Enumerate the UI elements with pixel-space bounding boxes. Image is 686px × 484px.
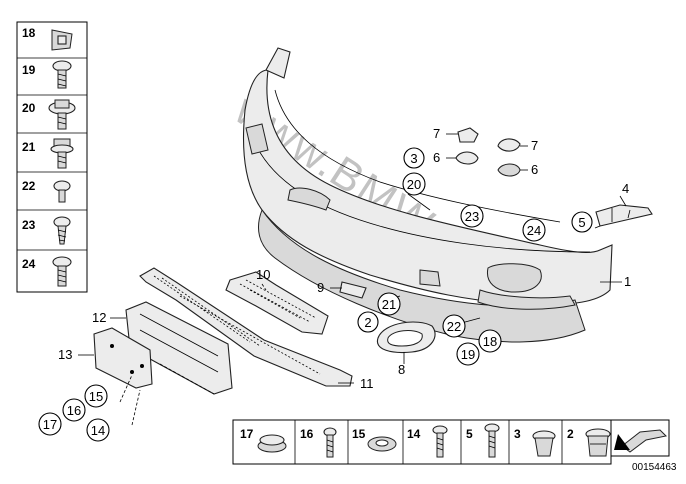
cap-7-right — [497, 138, 521, 152]
screw-icon — [52, 60, 72, 89]
plate-base-13 — [93, 327, 153, 389]
sidebar-label-22: 22 — [22, 179, 36, 193]
callout-11: 11 — [360, 376, 374, 391]
callout-15: 15 — [89, 389, 103, 404]
callout-circle-14 — [86, 418, 110, 442]
callout-6-right: 6 — [531, 162, 538, 177]
plug-icon — [532, 430, 556, 457]
hex-bolt-icon — [50, 138, 74, 169]
cap-6-right — [497, 163, 521, 177]
washer-icon — [367, 436, 397, 452]
callout-circle-3 — [403, 147, 425, 169]
bottom-label-16: 16 — [300, 427, 314, 441]
callout-18: 18 — [483, 334, 497, 349]
sidebar-label-21: 21 — [22, 140, 36, 154]
trim-strip-9 — [339, 281, 367, 299]
sidebar-fasteners: 18 19 20 21 22 23 24 — [16, 21, 88, 293]
callout-2: 2 — [364, 315, 371, 330]
bottom-label-15: 15 — [352, 427, 366, 441]
bottom-label-14: 14 — [407, 427, 421, 441]
callout-circle-24 — [522, 218, 546, 242]
callout-19: 19 — [461, 347, 475, 362]
callout-5: 5 — [578, 215, 585, 230]
cap-6-left — [455, 151, 479, 165]
callout-circle-19 — [456, 342, 480, 366]
bottom-fasteners: 17 16 15 14 5 3 2 — [232, 419, 670, 465]
callout-22: 22 — [447, 319, 461, 334]
grommet-icon — [257, 434, 287, 453]
callout-circle-21 — [377, 292, 401, 316]
clip-nut-icon — [51, 29, 73, 51]
sidebar-label-20: 20 — [22, 101, 36, 115]
document-number: 00154463 — [632, 462, 677, 473]
callout-circle-2 — [357, 311, 379, 333]
callouts: 1 4 7 6 7 6 8 9 10 11 12 13 3 20 23 24 5… — [38, 126, 631, 442]
side-grille-10 — [225, 271, 329, 335]
bottom-label-2: 2 — [567, 427, 574, 441]
callout-circle-18 — [478, 329, 502, 353]
tapping-screw-icon — [53, 216, 71, 245]
callout-12: 12 — [92, 310, 106, 325]
callout-9: 9 — [317, 280, 324, 295]
cap-7-left — [457, 127, 479, 143]
small-screw-icon — [53, 180, 71, 203]
callout-circle-17 — [38, 412, 62, 436]
callout-13: 13 — [58, 347, 72, 362]
callout-1: 1 — [624, 274, 631, 289]
bottom-label-5: 5 — [466, 427, 473, 441]
screw-16-icon — [323, 427, 337, 458]
sidebar-label-18: 18 — [22, 26, 36, 40]
sidebar-label-23: 23 — [22, 218, 36, 232]
callout-23: 23 — [465, 209, 479, 224]
collar-screw-icon — [52, 256, 72, 287]
screw-14-icon — [432, 425, 448, 458]
sidebar-frame — [16, 21, 88, 293]
callout-4: 4 — [622, 181, 629, 196]
screw-5-icon — [484, 423, 500, 458]
lower-grille-11 — [139, 267, 353, 387]
callout-14: 14 — [91, 423, 105, 438]
callout-circle-5 — [571, 211, 593, 233]
callout-circle-22 — [442, 314, 466, 338]
callout-10: 10 — [256, 267, 270, 282]
bottom-strip-frame — [232, 419, 612, 465]
callout-16: 16 — [67, 403, 81, 418]
bottom-label-3: 3 — [514, 427, 521, 441]
plug-large-icon — [585, 428, 611, 457]
callout-20: 20 — [407, 177, 421, 192]
bottom-label-17: 17 — [240, 427, 254, 441]
callout-21: 21 — [382, 297, 396, 312]
callout-8: 8 — [398, 362, 405, 377]
callout-circle-16 — [62, 398, 86, 422]
callout-7-left: 7 — [433, 126, 440, 141]
hex-bolt-washer-icon — [48, 99, 76, 130]
sidebar-label-24: 24 — [22, 257, 36, 271]
sidebar-label-19: 19 — [22, 63, 36, 77]
callout-circle-20 — [402, 172, 426, 196]
bumper-trim-panel — [242, 47, 613, 343]
callout-6-left: 6 — [433, 150, 440, 165]
callout-7-right: 7 — [531, 138, 538, 153]
callout-circle-15 — [84, 384, 108, 408]
callout-circle-23 — [460, 204, 484, 228]
orientation-arrow-icon — [614, 429, 668, 453]
callout-17: 17 — [43, 417, 57, 432]
foglight-trim-ring — [376, 321, 436, 354]
callout-24: 24 — [527, 223, 541, 238]
cover-caps — [455, 127, 521, 177]
bracket-part — [595, 204, 653, 227]
callout-3: 3 — [410, 151, 417, 166]
